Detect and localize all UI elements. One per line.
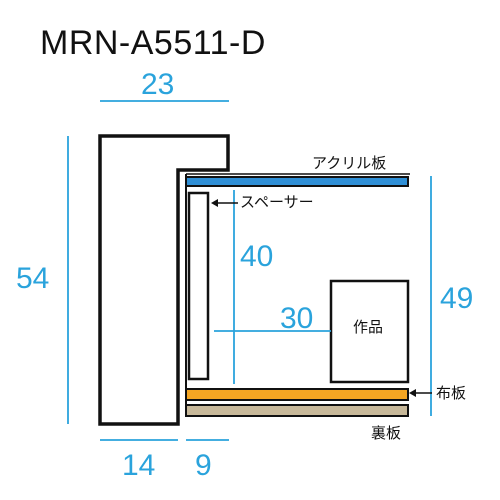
dim-artwork-depth: 30	[280, 302, 314, 335]
spacer	[187, 191, 210, 381]
artwork	[329, 279, 410, 384]
back-board	[185, 404, 409, 417]
label-artwork: 作品	[353, 318, 384, 336]
leader-spacer	[211, 199, 238, 207]
dimension-lines	[67, 100, 432, 441]
dim-bottom-right: 9	[195, 449, 212, 482]
label-cloth-board: 布板	[436, 384, 467, 402]
label-acrylic: アクリル板	[312, 154, 387, 172]
frame-molding	[98, 134, 230, 426]
label-back-board: 裏板	[371, 424, 402, 442]
dim-frame-height: 54	[16, 262, 50, 295]
dim-spacer-height: 40	[240, 240, 274, 273]
dim-interior-height: 49	[440, 282, 474, 315]
leader-cloth-board	[409, 389, 432, 397]
cloth-board	[185, 388, 409, 401]
dim-frame-width: 23	[141, 68, 175, 101]
model-number: MRN-A5511-D	[40, 24, 266, 62]
label-spacer: スペーサー	[240, 193, 314, 211]
dim-bottom-left: 14	[122, 449, 156, 482]
acrylic-board	[185, 176, 409, 187]
